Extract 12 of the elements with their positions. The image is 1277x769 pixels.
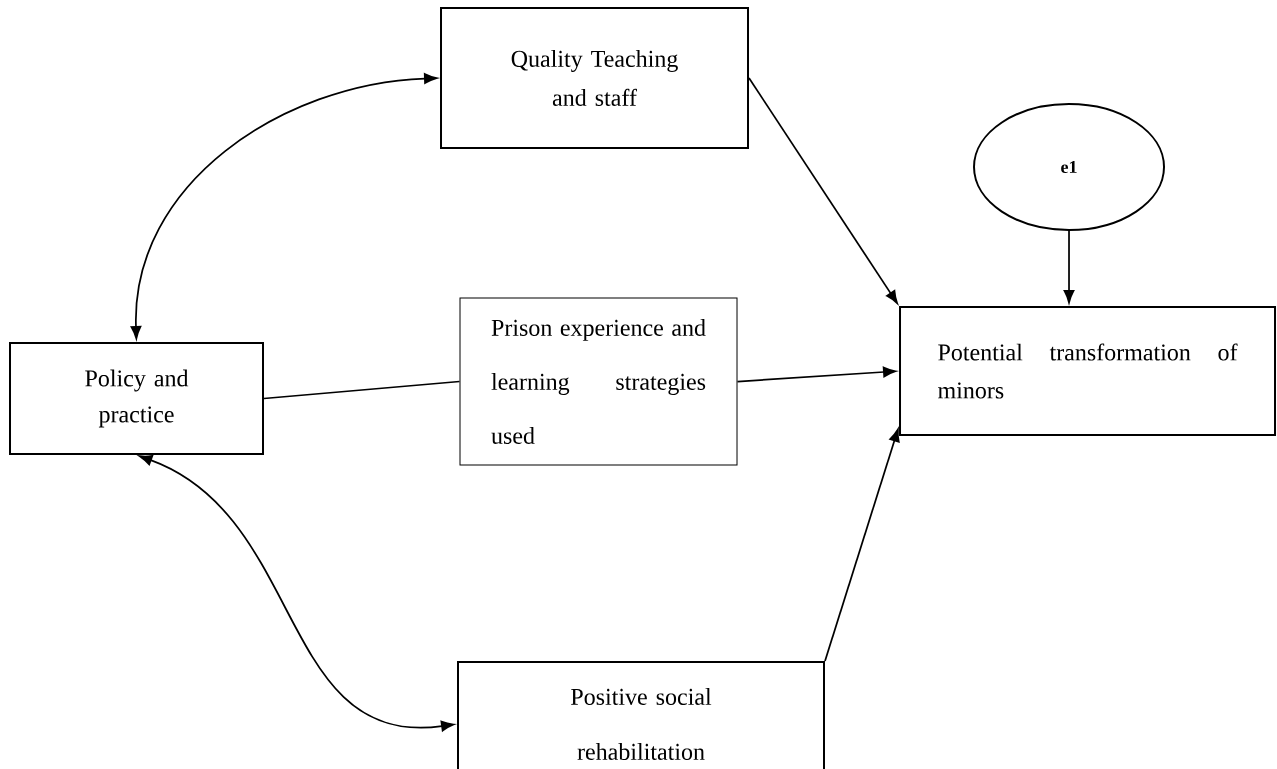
- arrow: [824, 428, 900, 662]
- variable-box: Potential transformation of minors: [899, 306, 1276, 436]
- double-headed-arrow: [139, 455, 455, 732]
- variable-box: Quality Teaching and staff: [440, 7, 749, 149]
- variable-box: Policy and practice: [9, 342, 264, 455]
- double-headed-arrow: [130, 73, 438, 340]
- connector-line: [263, 380, 461, 400]
- arrow: [748, 77, 898, 304]
- variable-box: Prison experience and learning strategies used: [459, 297, 738, 466]
- variable-box: Positive social rehabilitation: [457, 661, 825, 769]
- arrow: [736, 366, 897, 383]
- arrow: [1063, 230, 1075, 304]
